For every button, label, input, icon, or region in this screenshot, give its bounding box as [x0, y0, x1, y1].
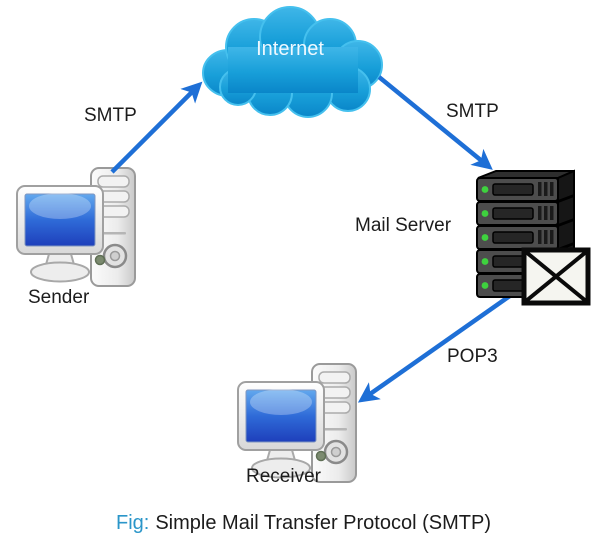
caption-prefix: Fig:: [116, 512, 150, 534]
figure-caption: Fig:Simple Mail Transfer Protocol (SMTP): [0, 512, 607, 535]
receiver-label: Receiver: [246, 466, 321, 487]
internet-label: Internet: [256, 38, 324, 60]
smtp-arrow-internet-to-server: [377, 75, 493, 170]
pop3-label: POP3: [447, 346, 498, 367]
cloud-icon: [202, 6, 383, 118]
mail-server-label: Mail Server: [355, 215, 452, 236]
envelope-icon: [521, 247, 591, 306]
smtp-arrow-sender-to-internet: [110, 81, 203, 174]
smtp-label-left: SMTP: [84, 105, 137, 126]
caption-text: Simple Mail Transfer Protocol (SMTP): [155, 512, 491, 534]
smtp-label-right: SMTP: [446, 101, 499, 122]
sender-label: Sender: [28, 287, 90, 308]
